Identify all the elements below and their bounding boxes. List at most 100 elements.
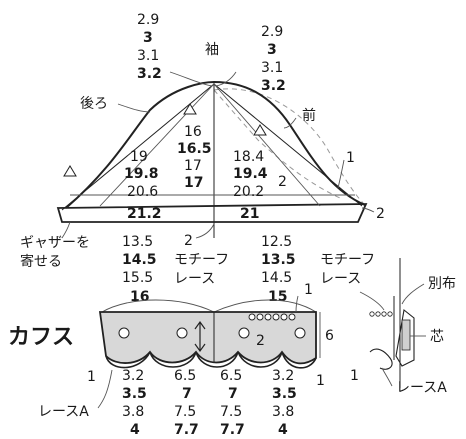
bottom-col-2-size-4: 7.7 xyxy=(174,422,199,438)
top-1-leader xyxy=(295,295,299,313)
detail-lace-a: レースA xyxy=(396,380,447,396)
front-width-size-3: 20.2 xyxy=(233,184,264,200)
bottom-col-3-size-3: 7.5 xyxy=(220,404,242,420)
bottom-col-1-size-2: 3.5 xyxy=(122,386,147,402)
cuff-piece xyxy=(98,295,321,369)
cuff-arrow-head-top xyxy=(194,320,206,330)
gather-label-1: ギャザーを xyxy=(20,235,90,251)
detail-motif-dots xyxy=(369,311,393,317)
cap-right-leader xyxy=(215,71,237,87)
hem-2-leader xyxy=(361,207,375,213)
cuff-bottom-col-4: 3.2 3.5 3.8 4 xyxy=(272,368,297,438)
cap-right-size-3: 3.1 xyxy=(261,60,283,76)
cuff-left-size-1: 13.5 xyxy=(122,234,153,250)
cuff-measures-right: 12.5 13.5 14.5 15 xyxy=(261,234,296,305)
motif-circle-4 xyxy=(294,327,306,339)
motif-lace-dots xyxy=(248,313,296,321)
sleeve-front-diagonal-2 xyxy=(213,83,321,207)
detail-one: 1 xyxy=(350,368,359,384)
notch-triangle-front xyxy=(253,124,267,136)
notch-triangle-back-upper xyxy=(183,103,197,115)
height-size-2: 16.5 xyxy=(177,141,212,157)
cuff-outline xyxy=(98,311,317,365)
detail-betsununo: 別布 xyxy=(428,276,456,292)
cuff-measure-arc-left xyxy=(101,299,215,313)
bottom-col-2-size-3: 7.5 xyxy=(174,404,196,420)
motif-lace-label-2: レース xyxy=(174,271,215,287)
center-2-leader xyxy=(195,223,215,239)
front-width-size-2: 19.4 xyxy=(233,166,268,182)
bottom-col-2-size-1: 6.5 xyxy=(174,368,196,384)
cap-right-size-1: 2.9 xyxy=(261,24,283,40)
detail-betsununo-leader xyxy=(401,283,425,305)
back-width-measures: 19 19.8 20.6 21.2 xyxy=(124,149,162,222)
sleeve-outline xyxy=(65,80,366,209)
cap-left-measures: 2.9 3 3.1 3.2 xyxy=(137,12,162,82)
cap-right-size-2: 3 xyxy=(267,42,277,58)
cap-left-size-2: 3 xyxy=(143,30,153,46)
side-1-leader xyxy=(337,159,345,189)
motif-lace-label-1: モチーフ xyxy=(174,252,229,268)
cuff-inner-2: 2 xyxy=(256,333,265,349)
cap-right-size-4: 3.2 xyxy=(261,78,286,94)
cuff-edge-right-1: 1 xyxy=(316,373,325,389)
back-width-size-4: 21.2 xyxy=(127,206,162,222)
detail-motif-lace-2: レース xyxy=(320,271,361,287)
gather-leader xyxy=(61,221,71,239)
sleeve-title: 袖 xyxy=(205,42,219,58)
cap-left-size-1: 2.9 xyxy=(137,12,159,28)
bottom-col-3-size-2: 7 xyxy=(228,386,238,402)
sleeve-pattern xyxy=(56,71,375,239)
cuff-left-size-4: 16 xyxy=(130,289,149,305)
back-label-leader xyxy=(117,103,151,113)
cuff-right-size-3: 14.5 xyxy=(261,270,292,286)
side-right-1: 1 xyxy=(346,150,355,166)
detail-shin: 芯 xyxy=(430,329,444,345)
sleeve-dashed-front-outline xyxy=(213,88,365,205)
bottom-col-4-size-3: 3.8 xyxy=(272,404,294,420)
cap-left-leader xyxy=(169,71,213,87)
bottom-col-4-size-1: 3.2 xyxy=(272,368,294,384)
bottom-col-2-size-2: 7 xyxy=(182,386,192,402)
notch-triangle-back-lower xyxy=(63,165,77,177)
sleeve-front-diagonal xyxy=(213,83,363,207)
front-label: 前 xyxy=(302,107,316,124)
cuff-bottom-col-3: 6.5 7 7.5 7.7 xyxy=(220,368,245,438)
cuff-top-1: 1 xyxy=(304,282,313,298)
gather-label-2: 寄せる xyxy=(20,253,62,270)
cuff-edge-left-1: 1 xyxy=(87,369,96,385)
bottom-col-3-size-1: 6.5 xyxy=(220,368,242,384)
cuff-lace-scallops xyxy=(105,351,317,369)
back-width-size-3: 20.6 xyxy=(127,184,158,200)
cuff-bottom-col-2: 6.5 7 7.5 7.7 xyxy=(174,368,199,438)
back-width-size-2: 19.8 xyxy=(124,166,159,182)
cuff-bottom-col-1: 3.2 3.5 3.8 4 xyxy=(122,368,147,438)
side-left-2: 2 xyxy=(278,174,287,190)
height-size-1: 16 xyxy=(184,124,202,140)
motif-circle-2 xyxy=(176,327,188,339)
center-2: 2 xyxy=(184,233,193,249)
front-label-leader xyxy=(283,117,297,129)
front-width-measures: 18.4 19.4 20.2 21 xyxy=(233,149,268,222)
detail-lace-a-leader xyxy=(381,367,393,387)
motif-circle-3 xyxy=(238,327,250,339)
cap-right-measures: 2.9 3 3.1 3.2 xyxy=(261,24,286,94)
cuff-arrow-head-bottom xyxy=(194,343,206,353)
cap-left-size-4: 3.2 xyxy=(137,66,162,82)
cap-left-size-3: 3.1 xyxy=(137,48,159,64)
detail-lace-a-curve xyxy=(369,348,393,370)
cuff-title: カフス xyxy=(8,325,74,350)
back-width-size-1: 19 xyxy=(130,149,148,165)
cuff-lace-a-label: レースA xyxy=(38,404,89,420)
back-label: 後ろ xyxy=(80,96,108,112)
bottom-col-1-size-1: 3.2 xyxy=(122,368,144,384)
detail-motif-lace-1: モチーフ xyxy=(320,252,375,268)
front-width-size-1: 18.4 xyxy=(233,149,264,165)
cuff-right-size-4: 15 xyxy=(268,289,287,305)
cuff-measure-arc-right xyxy=(213,299,317,313)
lace-a-leader xyxy=(97,369,113,409)
bottom-col-4-size-2: 3.5 xyxy=(272,386,297,402)
detail-cuff-fold xyxy=(395,308,415,367)
sleeve-height-measures: 16 16.5 17 17 xyxy=(177,124,212,191)
detail-motif-leader xyxy=(359,291,385,311)
